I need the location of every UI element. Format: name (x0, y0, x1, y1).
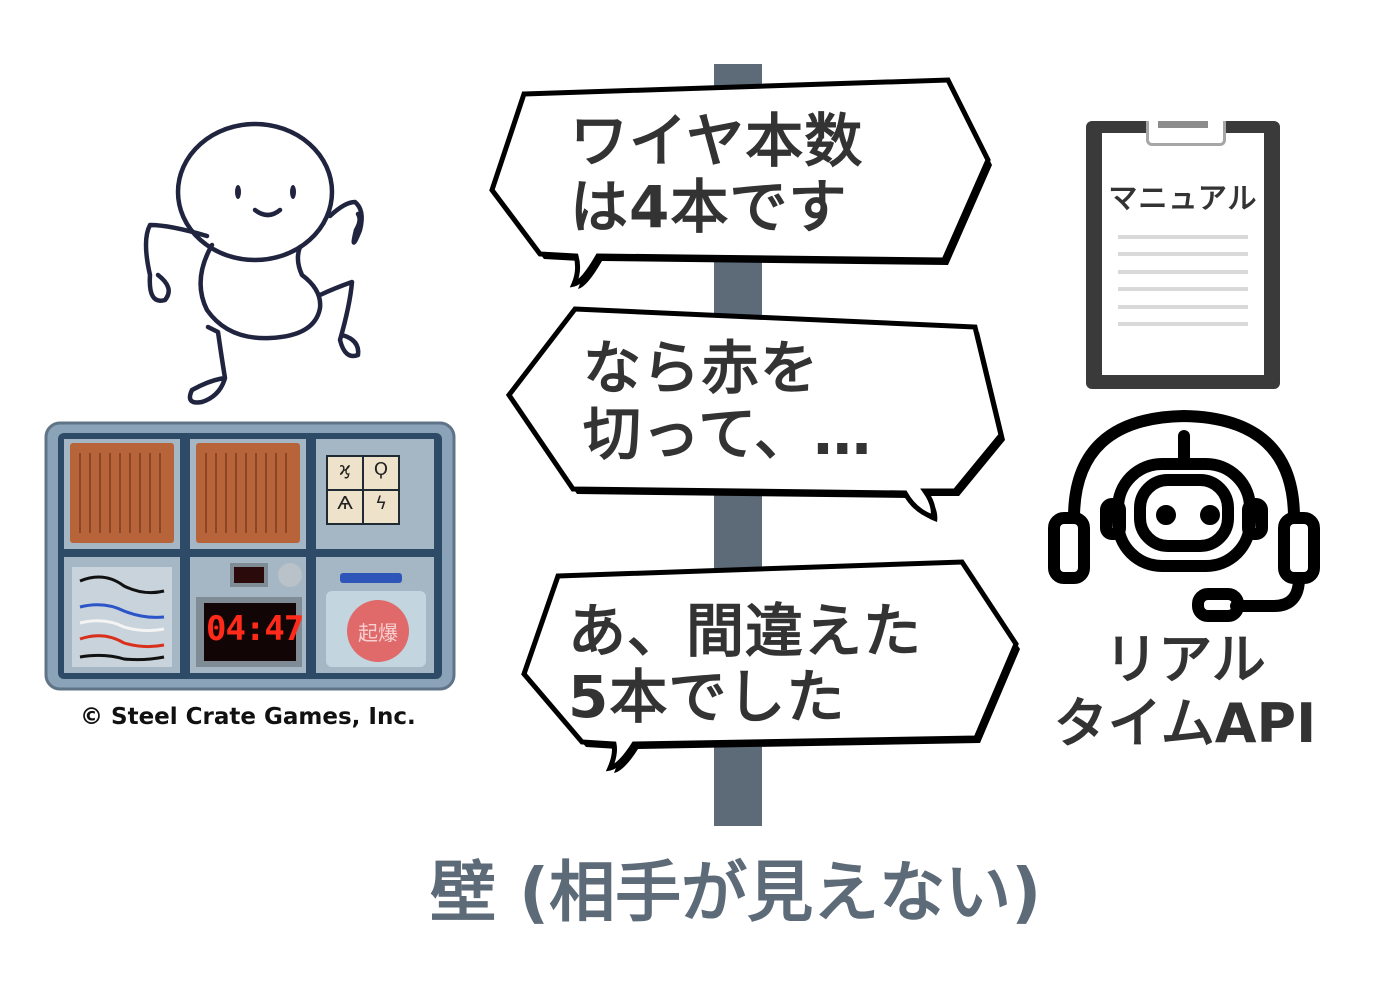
manual-line (1118, 270, 1248, 274)
keypad-key-1: ϗ (339, 459, 351, 480)
detonate-button: 起爆 (358, 621, 398, 645)
speech-sign-3: あ、間違えた 5本でした (516, 556, 1026, 773)
clipboard-clip-top (1158, 121, 1208, 128)
manual-paper: マニュアル (1102, 133, 1264, 375)
manual-title: マニュアル (1108, 181, 1258, 215)
keypad-key-3: Ѧ (337, 493, 353, 514)
copyright-text: © Steel Crate Games, Inc. (80, 704, 416, 730)
sign-3-text: あ、間違えた 5本でした (568, 597, 923, 731)
robot-headset-icon (1044, 410, 1324, 625)
realtime-api-label: リアル タイムAPI (1053, 628, 1317, 755)
manual-line (1118, 305, 1248, 309)
manual-line (1118, 287, 1248, 291)
wall-caption: 壁 (相手が見えない) (430, 854, 1042, 931)
speech-sign-1: ワイヤ本数 は4本です (488, 74, 993, 289)
stick-figure-illustration (130, 110, 380, 410)
manual-clipboard-icon: マニュアル (1086, 121, 1280, 389)
sign-1-text: ワイヤ本数 は4本です (570, 107, 864, 241)
keypad-key-2: Ϙ (373, 459, 389, 480)
bomb-illustration: 04:47 起爆 ϗ Ϙ Ѧ ϟ (44, 421, 456, 691)
bomb-timer: 04:47 (206, 609, 304, 649)
keypad-key-4: ϟ (375, 493, 387, 514)
manual-line (1118, 235, 1248, 239)
manual-line (1118, 252, 1248, 256)
sign-2-text: なら赤を 切って、… (583, 334, 873, 468)
manual-line (1118, 322, 1248, 326)
speech-sign-2: なら赤を 切って、… (505, 305, 1010, 522)
